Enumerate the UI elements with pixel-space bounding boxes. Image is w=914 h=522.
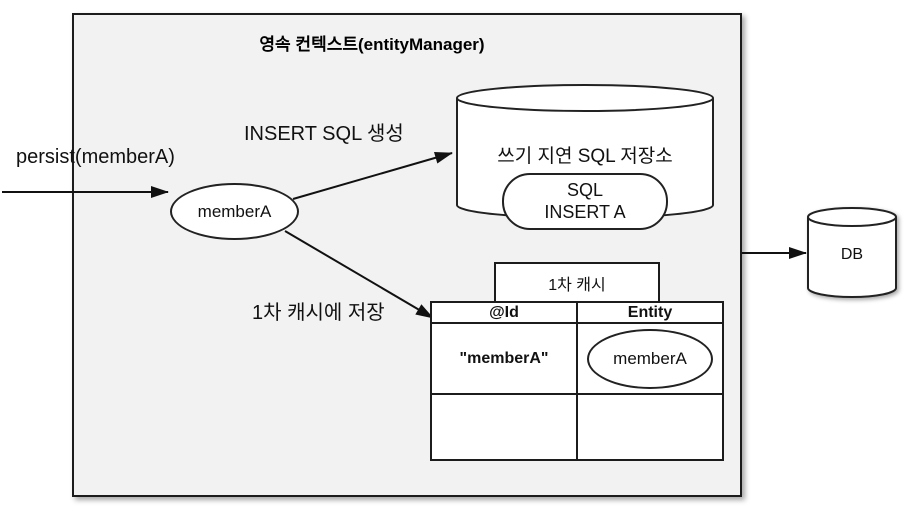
first-cache-table: @Id Entity "memberA" memberA: [430, 300, 724, 461]
insert-sql-arrow: [292, 151, 453, 200]
db-cylinder: [807, 207, 897, 298]
cache-row1-entity-cell: memberA: [576, 322, 724, 396]
cache-row2-entity: [576, 393, 724, 461]
cached-entity-ellipse: memberA: [587, 328, 713, 389]
cache-save-label: 1차 캐시에 저장: [252, 302, 385, 324]
first-cache-title-box: 1차 캐시: [494, 262, 660, 303]
insert-sql-label: INSERT SQL 생성: [244, 123, 404, 145]
cache-col-id: @Id: [430, 300, 578, 325]
cache-row-1: "memberA" memberA: [430, 322, 724, 396]
sql-pill-line1: SQL: [566, 179, 604, 200]
first-cache-arrow: [284, 230, 434, 319]
cache-row-2: [430, 393, 724, 461]
cached-entity-label: memberA: [613, 348, 687, 368]
cache-row1-id: "memberA": [430, 322, 578, 396]
persistence-context-title: 영속 컨텍스트(entityManager): [259, 35, 485, 54]
cache-col-entity: Entity: [576, 300, 724, 325]
sql-pill-line2: INSERT A: [544, 201, 626, 222]
cache-row2-id: [430, 393, 578, 461]
member-entity-label: memberA: [197, 201, 272, 221]
first-cache-title: 1차 캐시: [548, 276, 606, 294]
sql-store-title: 쓰기 지연 SQL 저장소: [497, 146, 673, 167]
db-label: DB: [840, 246, 864, 263]
cache-header-row: @Id Entity: [430, 300, 724, 325]
member-entity-ellipse: memberA: [170, 183, 299, 240]
persist-call-label: persist(memberA): [16, 146, 175, 168]
sql-insert-pill: SQL INSERT A: [502, 173, 668, 230]
